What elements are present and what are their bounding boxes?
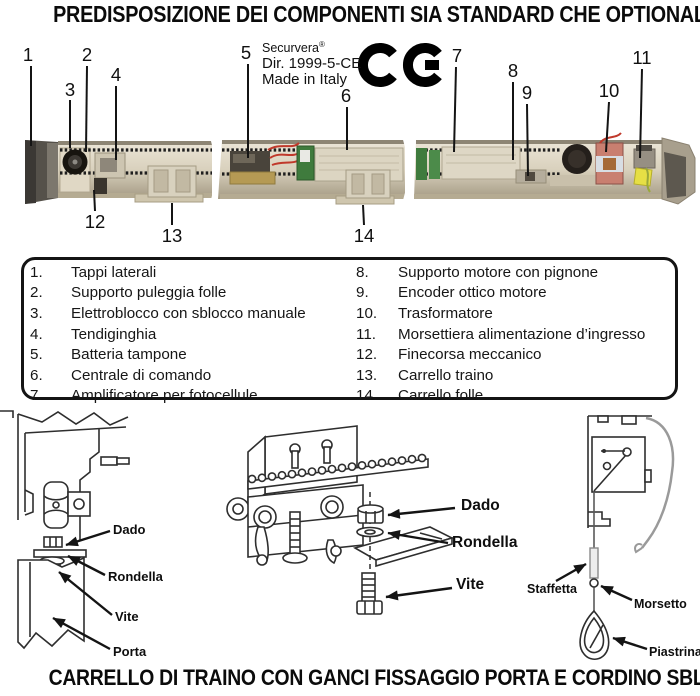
page-title: PREDISPOSIZIONE DEI COMPONENTI SIA STAND… bbox=[0, 1, 700, 28]
legend-item: 9.Encoder ottico motore bbox=[356, 284, 547, 302]
callout-number-11: 11 bbox=[632, 47, 652, 68]
callout-number-7: 7 bbox=[451, 45, 463, 66]
parts-legend: 1.Tappi laterali 2.Supporto puleggia fol… bbox=[21, 257, 678, 404]
carriage-exploded-diagram bbox=[226, 425, 455, 615]
cord-clamp bbox=[589, 578, 599, 588]
rail-segment-middle bbox=[218, 140, 405, 205]
legend-item: 11.Morsettiera alimentazione d’ingresso bbox=[356, 325, 646, 343]
legend-item: 10.Trasformatore bbox=[356, 304, 493, 322]
cord-bracket bbox=[589, 547, 599, 579]
transformer bbox=[595, 132, 624, 185]
part-label-porta: Porta bbox=[113, 644, 147, 659]
legend-column-left: 1.Tappi laterali 2.Supporto puleggia fol… bbox=[30, 262, 306, 406]
rail-segment-left bbox=[25, 140, 212, 204]
part-label-rondella-left: Rondella bbox=[108, 569, 163, 584]
pull-handle bbox=[579, 609, 610, 661]
part-label-vite-center: Vite bbox=[456, 576, 485, 593]
callout-number-14: 14 bbox=[353, 225, 375, 246]
callout-number-2: 2 bbox=[81, 44, 93, 65]
legend-item: 2.Supporto puleggia folle bbox=[30, 284, 227, 302]
legend-item: 5.Batteria tampone bbox=[30, 346, 187, 364]
part-label-piastrina: Piastrina bbox=[649, 645, 700, 659]
exploded-nut bbox=[357, 504, 384, 524]
photocell-amplifier-terminal bbox=[416, 148, 427, 180]
callout-number-10: 10 bbox=[598, 80, 620, 101]
part-label-staffetta: Staffetta bbox=[527, 582, 578, 596]
callout-number-1: 1 bbox=[22, 44, 34, 65]
brand-block: Securvera® Dir. 1999-5-CE Made in Italy bbox=[262, 37, 361, 88]
hanger-wheel bbox=[43, 481, 91, 529]
warning-label bbox=[633, 167, 653, 187]
legend-item: 1.Tappi laterali bbox=[30, 263, 157, 281]
carriage-pulley bbox=[226, 497, 250, 521]
exploded-bolt bbox=[356, 572, 383, 615]
legend-item: 13.Carrello traino bbox=[356, 366, 494, 384]
drive-carriage bbox=[147, 165, 197, 198]
callout-number-8: 8 bbox=[507, 60, 519, 81]
base-plate bbox=[352, 526, 455, 568]
bottom-title: CARRELLO DI TRAINO CON GANCI FISSAGGIO P… bbox=[0, 665, 700, 691]
rail-photo bbox=[25, 132, 696, 205]
cover-profile bbox=[641, 416, 675, 549]
brand-name: Securvera® bbox=[262, 40, 325, 56]
release-cord-diagram bbox=[579, 415, 675, 661]
callout-number-12: 12 bbox=[84, 211, 106, 232]
mechanical-limit-switch bbox=[94, 178, 107, 194]
callout-number-4: 4 bbox=[110, 64, 122, 85]
part-label-dado-left: Dado bbox=[113, 522, 146, 537]
legend-item: 7.Amplificatore per fotocellule bbox=[30, 387, 258, 405]
rail-segment-right bbox=[414, 132, 696, 205]
legend-item: 4.Tendiginghia bbox=[30, 325, 157, 343]
callout-number-6: 6 bbox=[340, 85, 352, 106]
callout-number-5: 5 bbox=[240, 42, 252, 63]
exploded-washer bbox=[356, 526, 384, 538]
brand-origin: Made in Italy bbox=[262, 71, 348, 89]
bottom-title-text: CARRELLO DI TRAINO CON GANCI FISSAGGIO P… bbox=[48, 665, 700, 690]
legend-item: 14.Carrello folle bbox=[356, 387, 484, 405]
toothed-rack bbox=[247, 453, 429, 490]
idle-carriage bbox=[345, 169, 391, 199]
legend-item: 8.Supporto motore con pignone bbox=[356, 263, 599, 281]
threaded-adjuster bbox=[282, 511, 308, 564]
legend-item: 3.Elettroblocco con sblocco manuale bbox=[30, 304, 306, 322]
legend-item: 12.Finecorsa meccanico bbox=[356, 346, 542, 364]
page-title-text: PREDISPOSIZIONE DEI COMPONENTI SIA STAND… bbox=[53, 1, 700, 27]
ce-mark-icon bbox=[358, 43, 442, 87]
callout-number-13: 13 bbox=[161, 225, 183, 246]
door-panel bbox=[17, 556, 85, 650]
power-input-terminal bbox=[633, 148, 656, 169]
part-label-morsetto: Morsetto bbox=[634, 597, 687, 611]
part-label-rondella-center: Rondella bbox=[452, 534, 518, 551]
registered-mark: ® bbox=[318, 40, 325, 49]
legend-item: 6.Centrale di comando bbox=[30, 366, 212, 384]
part-label-vite-left: Vite bbox=[115, 609, 139, 624]
callout-number-9: 9 bbox=[521, 82, 533, 103]
callout-number-3: 3 bbox=[64, 79, 76, 100]
label-arrows bbox=[52, 506, 648, 651]
brand-directive: Dir. 1999-5-CE bbox=[262, 55, 362, 73]
legend-column-right: 8.Supporto motore con pignone 9.Encoder … bbox=[356, 262, 645, 406]
part-label-dado-center: Dado bbox=[461, 497, 500, 514]
callout-lines bbox=[30, 64, 643, 226]
keyhole-slots bbox=[289, 439, 333, 469]
